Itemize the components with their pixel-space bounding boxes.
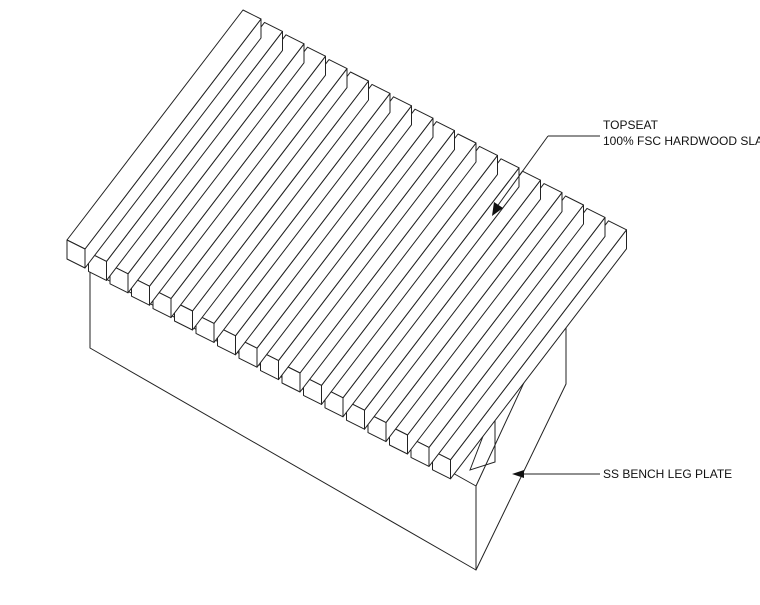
slat bbox=[260, 121, 455, 381]
slat bbox=[303, 145, 498, 405]
slat-end-face bbox=[131, 276, 150, 306]
slat bbox=[238, 108, 434, 368]
topseat-label-line1: TOPSEAT bbox=[603, 118, 659, 132]
slat-end-face bbox=[324, 388, 344, 418]
slat-end-face bbox=[174, 301, 193, 331]
slat-end-face bbox=[238, 338, 258, 368]
topseat-arrowhead bbox=[492, 202, 503, 216]
slat-end-face bbox=[66, 239, 86, 269]
leg-plate-arrowhead bbox=[512, 470, 524, 478]
slat-end-face bbox=[260, 351, 279, 381]
slat-end-face bbox=[109, 264, 129, 294]
slat-end-face bbox=[410, 437, 430, 467]
topseat-label-line2: 100% FSC HARDWOOD SLAT bbox=[603, 134, 760, 148]
slat bbox=[324, 158, 520, 418]
slat-end-face bbox=[152, 289, 172, 319]
slat-end-face bbox=[217, 326, 236, 356]
topseat-leader-diagonal bbox=[495, 135, 549, 209]
slat-end-face bbox=[88, 251, 107, 281]
slat bbox=[88, 21, 283, 281]
slat-end-face bbox=[432, 450, 451, 480]
slat bbox=[217, 96, 412, 356]
leg-plate-label: SS BENCH LEG PLATE bbox=[603, 467, 732, 481]
slat bbox=[367, 183, 563, 443]
slat bbox=[432, 220, 627, 480]
slat bbox=[152, 59, 348, 319]
slat-end-face bbox=[281, 363, 301, 393]
slat-end-face bbox=[195, 313, 215, 343]
slat-end-face bbox=[389, 425, 408, 455]
topseat-hardwood-slats bbox=[66, 9, 627, 480]
slat-end-face bbox=[367, 413, 387, 443]
slat-end-face bbox=[303, 375, 322, 405]
slat bbox=[109, 34, 305, 294]
slat-end-face bbox=[346, 400, 365, 430]
slat bbox=[66, 9, 262, 269]
